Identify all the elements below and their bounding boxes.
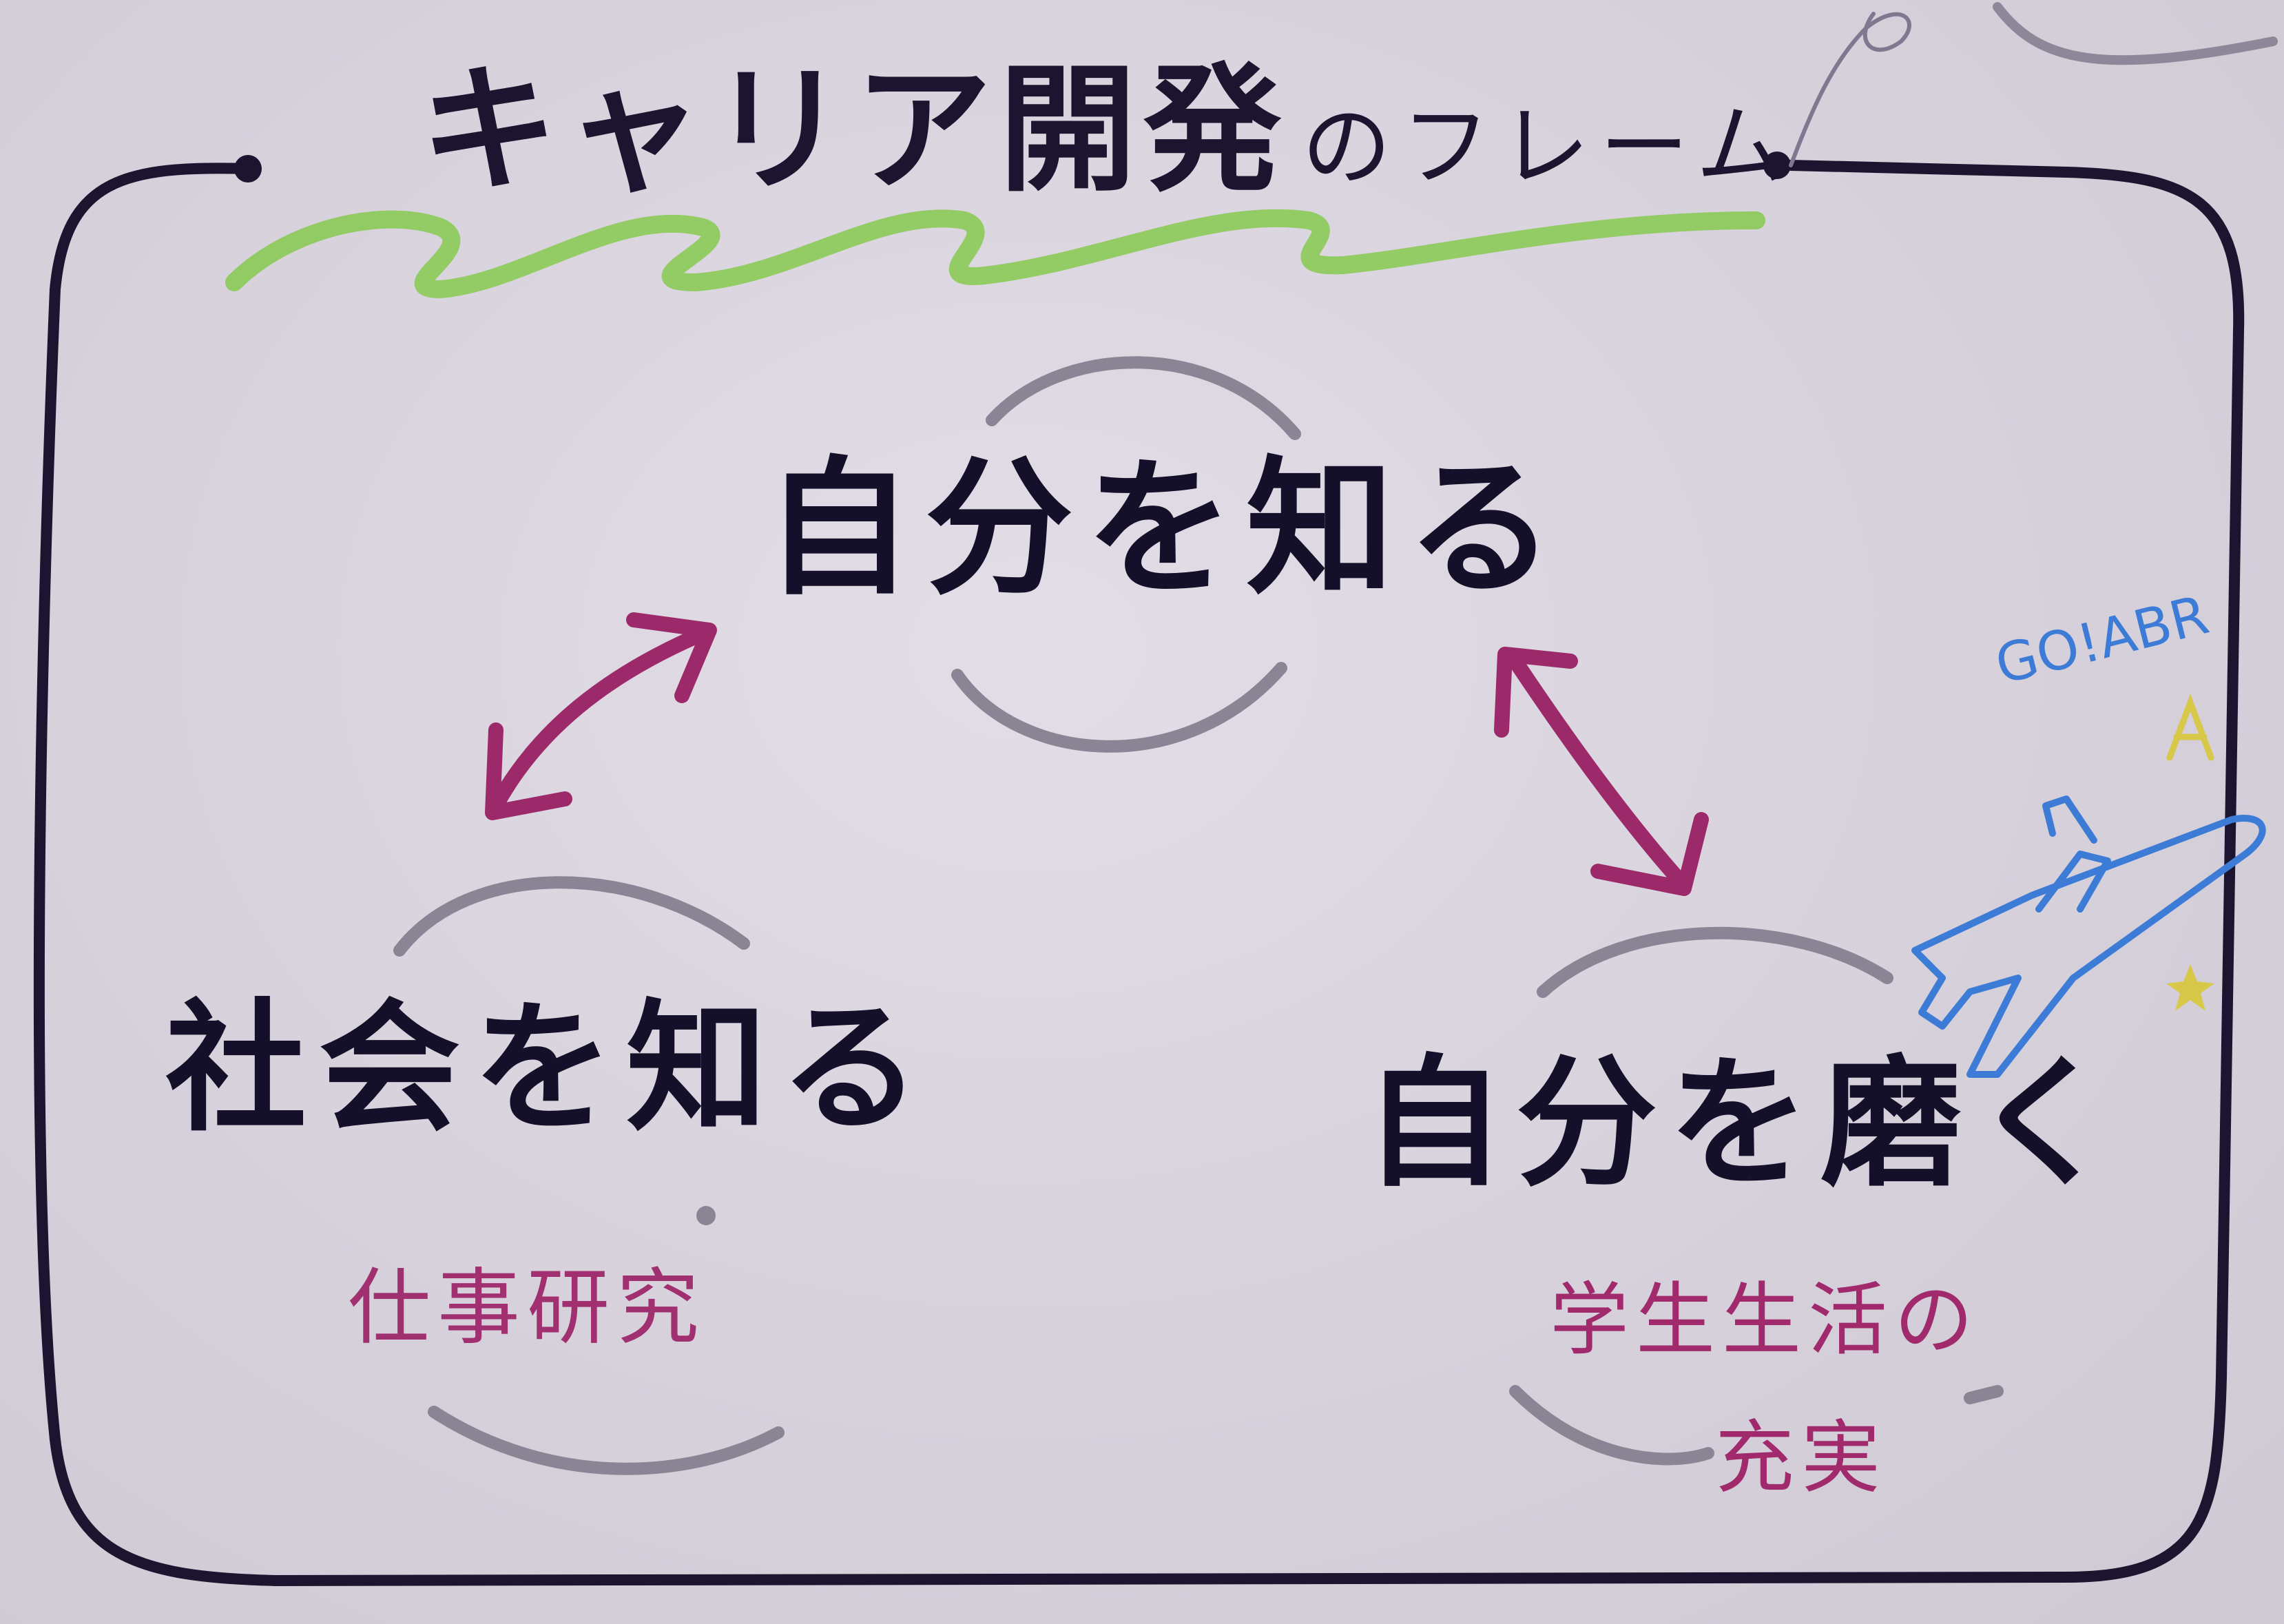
yellow-doodle: [2166, 694, 2214, 761]
outer-frame: [33, 160, 2245, 1587]
yellow-star: [2166, 964, 2214, 1011]
arc-polish-bottom: [1509, 1385, 1714, 1466]
arc-polish-top: [1537, 926, 1893, 998]
corner-scribble: [1993, 2, 2278, 65]
subnote-school-life-line1: 学生生活の: [1550, 1274, 1981, 1366]
arc-society-bottom: [428, 1406, 785, 1475]
title-zigzag-underline: [225, 209, 1765, 298]
frame-pin-right: [1763, 152, 1791, 179]
arrow-self-to-polish: [1494, 647, 1709, 896]
arc-polish-bottom-tail: [1964, 1385, 2004, 1404]
frame-pin-left: [234, 155, 262, 183]
airplane-icon: [1911, 795, 2266, 1078]
diagram-title: キャリア開発のフレーム: [420, 62, 1795, 200]
node-self-polish: 自分を磨く: [1364, 1042, 2125, 1206]
arc-society-top: [393, 876, 750, 957]
stray-dot: [696, 1206, 716, 1225]
node-society-know: 社会を知る: [165, 987, 933, 1151]
title-main: キャリア開発: [420, 50, 1289, 211]
arc-self-bottom: [951, 662, 1287, 753]
subnote-job-research: 仕事研究: [348, 1260, 706, 1356]
hanging-string: [1789, 12, 1911, 167]
title-suffix: のフレーム: [1302, 94, 1796, 199]
node-self-know: 自分を知る: [765, 442, 1567, 615]
arc-self-top: [986, 356, 1301, 440]
subnote-school-life-line2: 充実: [1715, 1412, 1888, 1504]
arrow-society-to-self: [485, 612, 717, 820]
